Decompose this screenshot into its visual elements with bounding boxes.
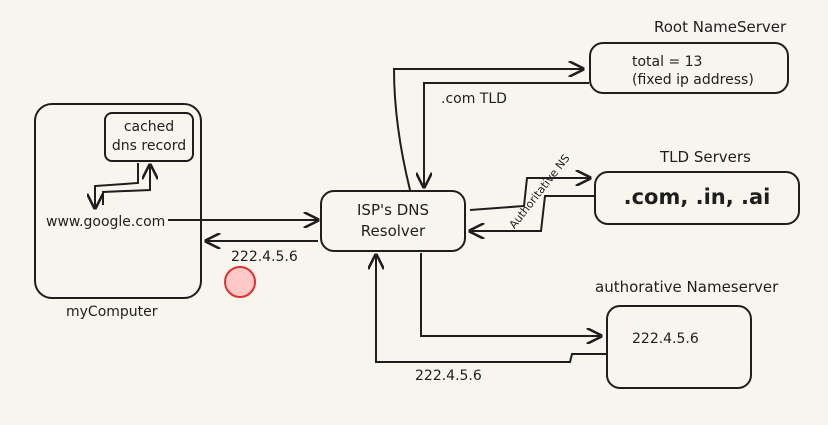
tld-server-box bbox=[594, 171, 800, 225]
dns-resolver-box bbox=[320, 190, 466, 252]
authoritative-to-resolver-arrow bbox=[376, 255, 606, 363]
tld-to-resolver-arrow bbox=[470, 195, 594, 231]
cache-label-line2: dns record bbox=[111, 138, 187, 154]
root-server-title: Root NameServer bbox=[654, 18, 787, 36]
authoritative-server-box bbox=[606, 305, 752, 389]
authoritative-server-title: authorative Nameserver bbox=[595, 278, 779, 296]
authoritative-ip: 222.4.5.6 bbox=[632, 331, 699, 347]
cache-lookup-arrow bbox=[95, 163, 139, 208]
authoritative-to-resolver-label: 222.4.5.6 bbox=[415, 368, 482, 384]
my-computer-box bbox=[34, 103, 202, 299]
tld-server-title: TLD Servers bbox=[660, 148, 751, 166]
root-server-box bbox=[589, 42, 789, 94]
resolver-to-authoritative-arrow bbox=[420, 253, 601, 336]
root-to-resolver-arrow bbox=[424, 82, 589, 187]
my-computer-label: myComputer bbox=[66, 304, 158, 320]
resolver-label-line1: ISP's DNS bbox=[357, 201, 429, 219]
root-to-resolver-label: .com TLD bbox=[441, 91, 507, 107]
cache-label-line1: cached bbox=[123, 119, 175, 135]
resolver-label-line2: Resolver bbox=[360, 222, 426, 240]
resolver-to-computer-label: 222.4.5.6 bbox=[231, 249, 298, 265]
query-domain: www.google.com bbox=[46, 214, 166, 230]
root-note: (fixed ip address) bbox=[632, 72, 754, 88]
resolver-to-tld-arrow bbox=[469, 178, 590, 211]
tld-domains: .com, .in, .ai bbox=[623, 185, 771, 209]
cursor-marker bbox=[224, 266, 256, 298]
resolver-to-root-arrow bbox=[392, 69, 583, 191]
root-count: total = 13 bbox=[632, 54, 703, 70]
cache-return-arrow bbox=[102, 165, 150, 205]
dns-cache-box bbox=[104, 112, 194, 162]
